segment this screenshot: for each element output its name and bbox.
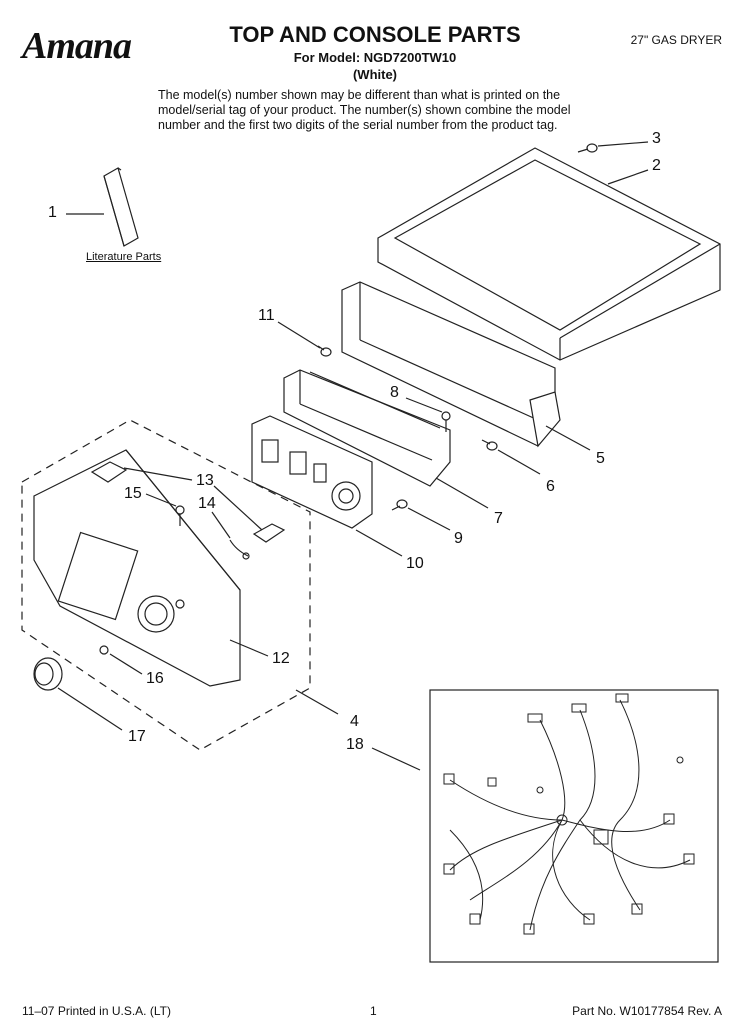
- leader-14: [211, 511, 231, 539]
- part-number: Part No. W10177854 Rev. A: [572, 1004, 722, 1018]
- leader-15: [145, 493, 177, 507]
- leader-13a: [123, 467, 193, 481]
- callout-10: 10: [406, 555, 424, 572]
- screw-15: [175, 505, 185, 526]
- console-assembly-outline: [21, 419, 311, 751]
- console: [33, 449, 241, 687]
- page-number: 1: [370, 1004, 377, 1018]
- literature-booklet: [103, 167, 139, 247]
- callout-15: 15: [124, 485, 142, 502]
- callout-12: 12: [272, 650, 290, 667]
- screw-8: [441, 411, 451, 432]
- leader-13b: [213, 485, 263, 531]
- clip-13: [90, 461, 286, 543]
- leader-18: [371, 747, 421, 771]
- leader-17: [57, 687, 123, 731]
- callout-13: 13: [196, 472, 214, 489]
- leader-4: [295, 689, 339, 715]
- leader-10: [355, 529, 403, 557]
- print-info: 11–07 Printed in U.S.A. (LT): [22, 1004, 171, 1018]
- leader-8: [405, 397, 443, 413]
- model-notice: The model(s) number shown may be differe…: [158, 88, 571, 132]
- leader-7: [435, 477, 489, 509]
- page-title: TOP AND CONSOLE PARTS: [229, 22, 521, 47]
- leader-6: [497, 449, 541, 475]
- callout-1: 1: [48, 204, 57, 221]
- ui-housing: [283, 369, 451, 487]
- callout-4: 4: [350, 713, 359, 730]
- callout-2: 2: [652, 157, 661, 174]
- model-color: (White): [352, 67, 398, 82]
- product-type: 27" GAS DRYER: [630, 33, 722, 47]
- leader-9: [407, 507, 451, 531]
- console-bracket: [341, 281, 561, 448]
- callout-9: 9: [454, 530, 463, 547]
- callout-11: 11: [258, 307, 275, 324]
- button-16: [99, 645, 109, 655]
- screw-6: [481, 439, 498, 451]
- leader-2: [607, 169, 649, 185]
- callout-18: 18: [346, 736, 364, 753]
- leader-5: [545, 425, 591, 451]
- screw-11: [317, 345, 332, 357]
- callout-17: 17: [128, 728, 146, 745]
- callout-16: 16: [146, 670, 164, 687]
- callout-7: 7: [494, 510, 503, 527]
- model-line: For Model: NGD7200TW10: [293, 50, 457, 65]
- wire-harness: [443, 693, 695, 935]
- literature-parts-label: Literature Parts: [86, 251, 162, 263]
- top-panel: [377, 147, 721, 361]
- callout-6: 6: [546, 478, 555, 495]
- control-board: [251, 415, 373, 529]
- knob-17: [33, 657, 63, 691]
- callout-5: 5: [596, 450, 605, 467]
- screw-3: [577, 143, 598, 153]
- callout-14: 14: [198, 495, 216, 512]
- screw-9: [391, 499, 408, 511]
- amana-logo: Amana: [22, 25, 132, 67]
- wire-harness-box: [429, 689, 719, 963]
- callout-8: 8: [390, 384, 399, 401]
- callout-3: 3: [652, 130, 661, 147]
- wire-14: [229, 539, 250, 560]
- leader-11: [277, 321, 321, 349]
- leader-3: [597, 141, 649, 147]
- leader-16: [109, 653, 143, 675]
- leader-12: [229, 639, 269, 657]
